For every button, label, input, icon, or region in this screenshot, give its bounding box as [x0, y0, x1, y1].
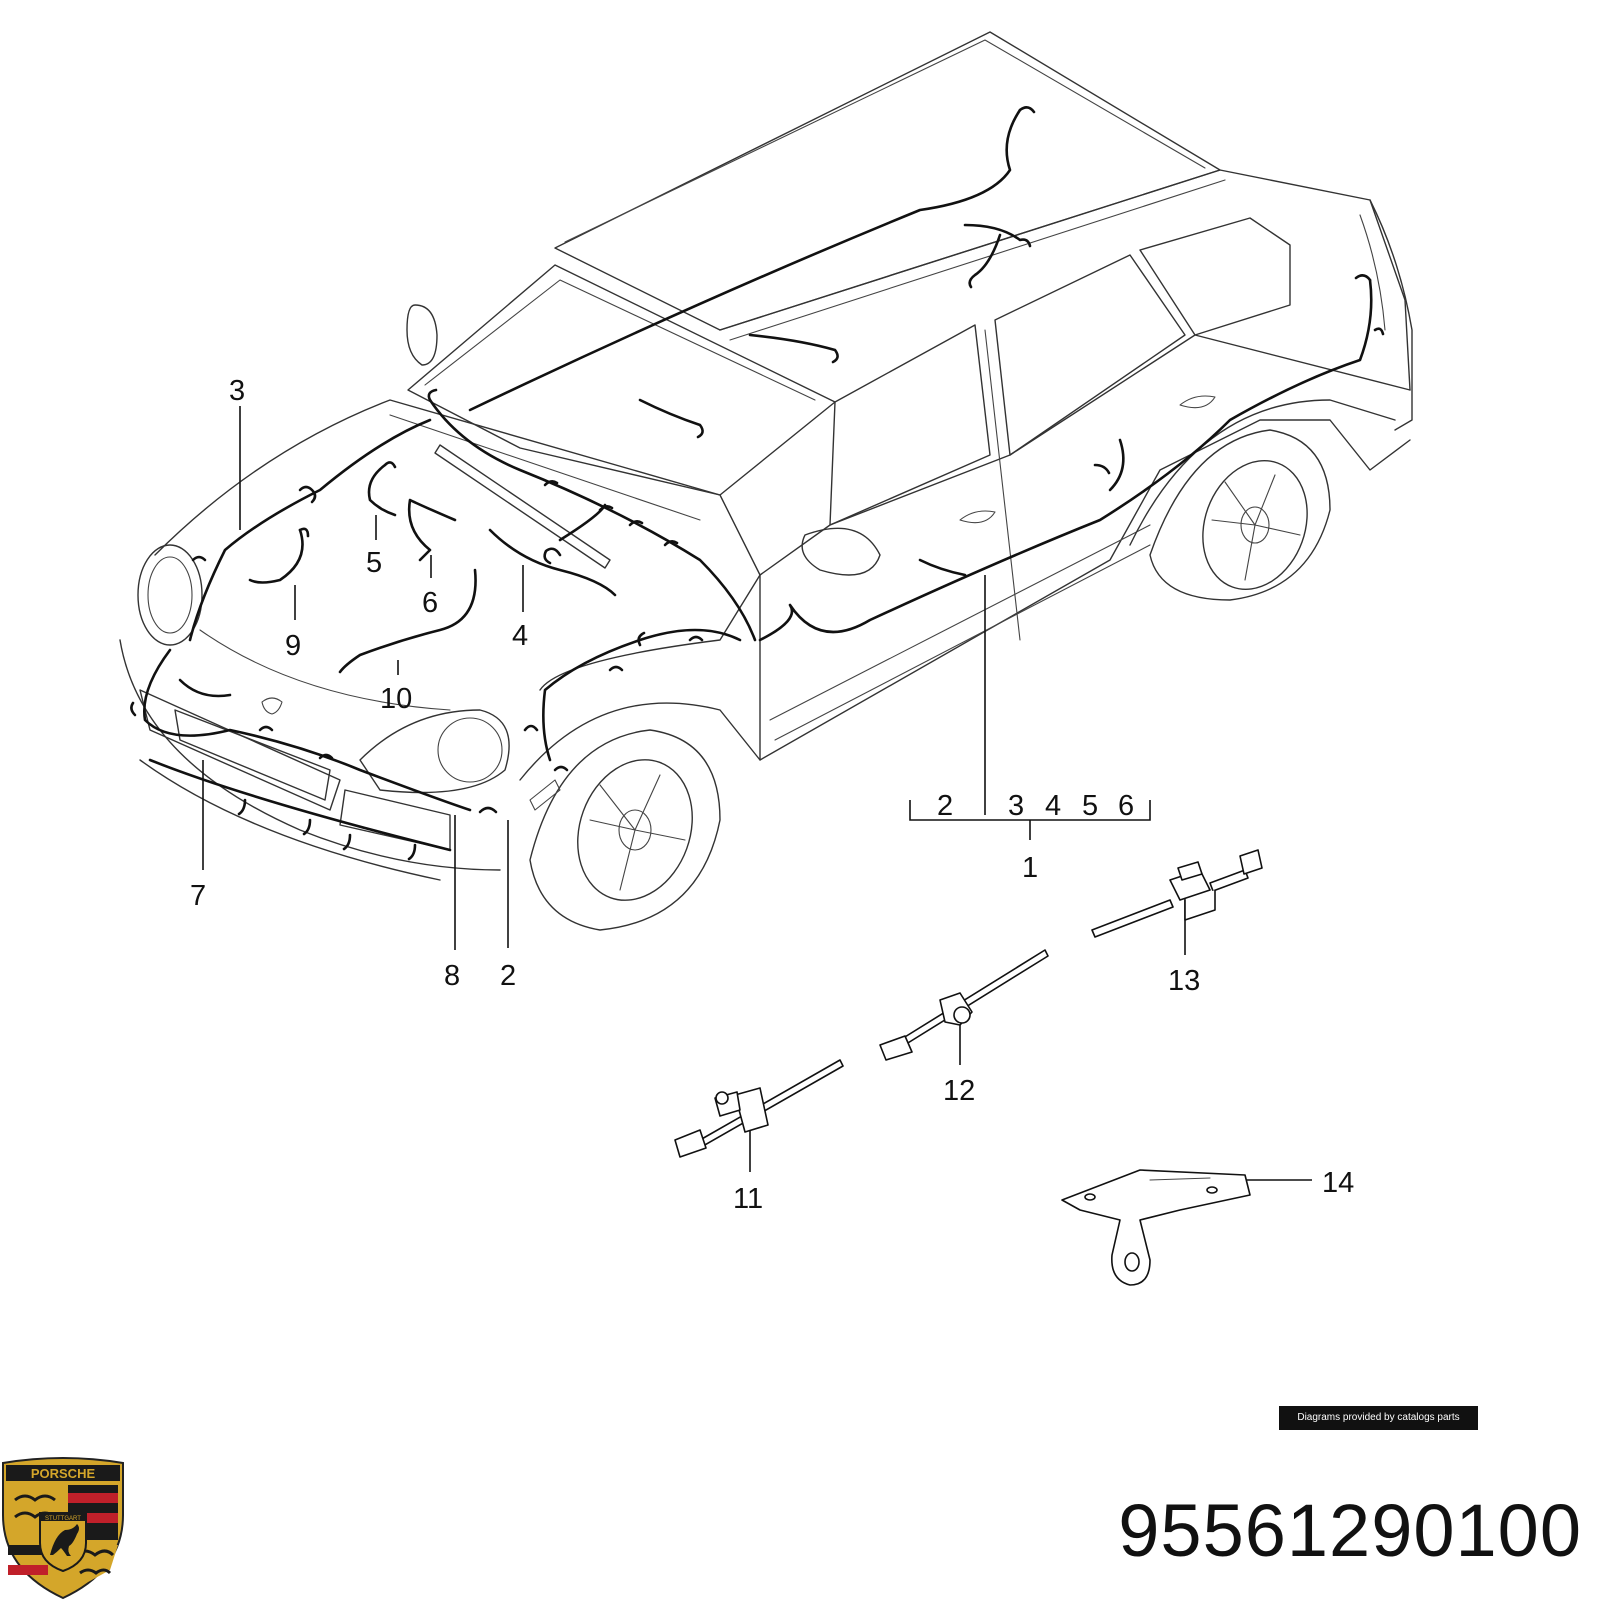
callout-13: 13 — [1168, 965, 1200, 997]
porsche-crest-logo: PORSCHE STUTTGART — [2, 1457, 124, 1600]
callout-labels: 3 5 6 9 4 10 7 8 2 13 12 11 14 2 3 4 5 6… — [190, 375, 1354, 1215]
group-sub-label-3: 3 — [1008, 790, 1024, 822]
diagram-credit-banner: Diagrams provided by catalogs parts — [1279, 1406, 1478, 1430]
leader-lines — [202, 406, 1312, 1181]
group-sub-label-5: 5 — [1082, 790, 1098, 822]
group-sub-label-4: 4 — [1045, 790, 1061, 822]
part-14-bracket — [1061, 1169, 1251, 1286]
callout-9: 9 — [285, 630, 301, 662]
callout-5: 5 — [366, 547, 382, 579]
vehicle-outline — [119, 31, 1413, 931]
callout-8: 8 — [444, 960, 460, 992]
callout-4: 4 — [512, 620, 528, 652]
callout-10: 10 — [380, 683, 412, 715]
wiring-harness — [130, 106, 1385, 861]
callout-14: 14 — [1322, 1167, 1354, 1199]
crest-subtext: STUTTGART — [45, 1516, 81, 1522]
callout-1: 1 — [1022, 852, 1038, 884]
callout-3: 3 — [229, 375, 245, 407]
part-11-cable-tie-pin — [674, 1059, 844, 1158]
callout-11: 11 — [733, 1183, 763, 1215]
group-sub-label-6: 6 — [1118, 790, 1134, 822]
part-number: 95561290100 — [1118, 1489, 1582, 1572]
callout-2: 2 — [500, 960, 516, 992]
part-12-cable-tie — [879, 949, 1049, 1061]
group-sub-label-2: 2 — [937, 790, 953, 822]
crest-wordmark: PORSCHE — [31, 1466, 96, 1481]
callout-6: 6 — [422, 587, 438, 619]
callout-7: 7 — [190, 880, 206, 912]
part-13-cable-tie-clip — [1091, 849, 1263, 938]
callout-12: 12 — [943, 1075, 975, 1107]
